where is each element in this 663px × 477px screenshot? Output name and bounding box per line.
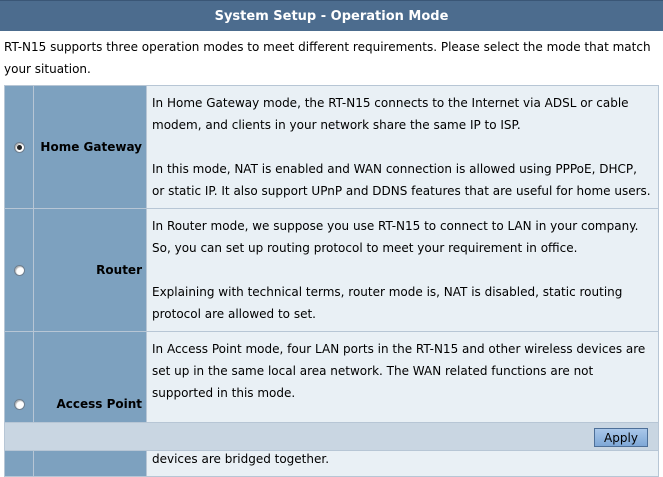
router-description: In Router mode, we suppose you use RT-N1…	[146, 208, 659, 332]
access-point-desc-1: In Access Point mode, four LAN ports in …	[152, 342, 646, 400]
mode-row-access-point: Access Point In Access Point mode, four …	[4, 331, 659, 477]
page-title: System Setup - Operation Mode	[214, 8, 449, 24]
router-desc-1: In Router mode, we suppose you use RT-N1…	[152, 219, 639, 255]
page-header: System Setup - Operation Mode	[0, 0, 663, 31]
home-gateway-description: In Home Gateway mode, the RT-N15 connect…	[146, 85, 659, 209]
home-gateway-label[interactable]: Home Gateway	[33, 85, 147, 209]
home-gateway-radio[interactable]	[13, 142, 25, 153]
access-point-label[interactable]: Access Point	[33, 331, 147, 477]
home-gateway-desc-1: In Home Gateway mode, the RT-N15 connect…	[152, 96, 629, 132]
router-radio[interactable]	[13, 265, 25, 276]
access-point-radio[interactable]	[13, 399, 25, 410]
apply-button[interactable]: Apply	[594, 428, 648, 447]
intro-text: RT-N15 supports three operation modes to…	[4, 40, 651, 76]
router-label[interactable]: Router	[33, 208, 147, 332]
mode-row-router: Router In Router mode, we suppose you us…	[4, 208, 659, 332]
router-desc-2: Explaining with technical terms, router …	[152, 285, 623, 321]
mode-row-home-gateway: Home Gateway In Home Gateway mode, the R…	[4, 85, 659, 209]
footer-bar: Apply	[4, 422, 659, 451]
home-gateway-desc-2: In this mode, NAT is enabled and WAN con…	[152, 162, 651, 198]
access-point-description: In Access Point mode, four LAN ports in …	[146, 331, 659, 477]
operation-mode-table: Home Gateway In Home Gateway mode, the R…	[4, 85, 659, 477]
